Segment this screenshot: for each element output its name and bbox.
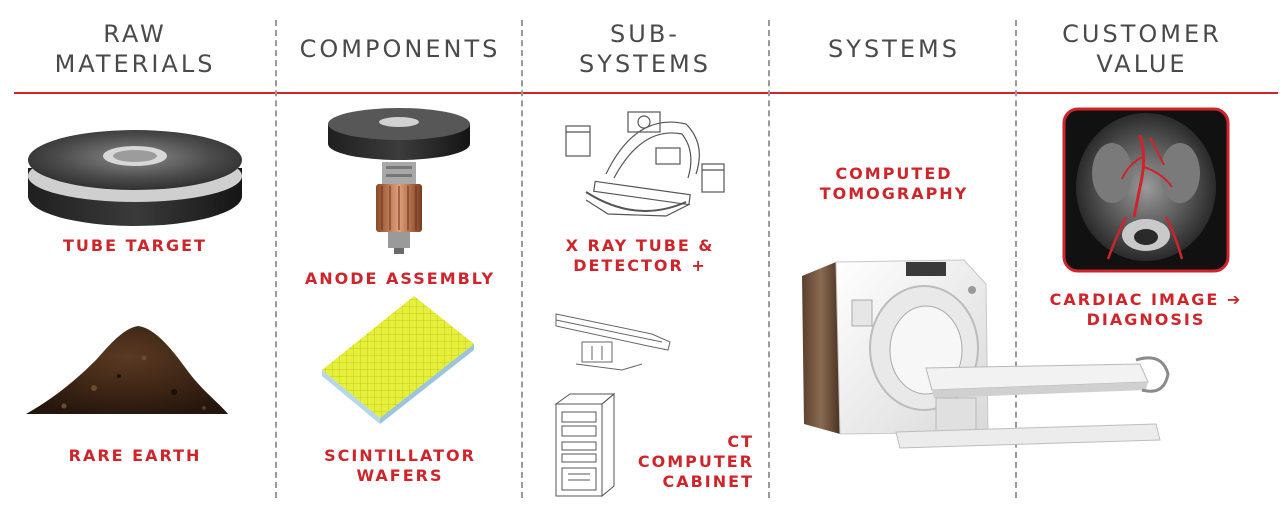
rare-earth-image [26,326,228,414]
column-separator-4 [1015,20,1017,498]
cardiac-image-diagnosis-label: CARDIAC IMAGE ➔ DIAGNOSIS [1049,290,1243,329]
column-separator-2 [521,20,523,498]
computed-tomography-label: COMPUTED TOMOGRAPHY [819,164,969,203]
header-raw-materials: RAW MATERIALS [54,20,216,78]
xray-tube-detector-label: X RAY TUBE & DETECTOR + [565,236,715,275]
tube-target-label: TUBE TARGET [63,236,207,255]
computer-cabinet-image [554,392,616,498]
header-sub-systems: SUB- SYSTEMS [579,20,711,78]
header-customer-value: CUSTOMER VALUE [1062,20,1222,78]
header-divider-line [14,92,1278,94]
anode-assembly-label: ANODE ASSEMBLY [304,269,496,288]
ct-computer-cabinet-label: CT COMPUTER CABINET [637,432,754,491]
scintillator-wafers-label: SCINTILLATOR WAFERS [324,446,476,485]
column-separator-3 [768,20,770,498]
anode-assembly-image [328,108,470,254]
cardiac-image-thumbnail [1062,107,1230,273]
header-systems: SYSTEMS [828,35,960,63]
rare-earth-label: RARE EARTH [68,446,202,465]
header-components: COMPONENTS [299,35,501,63]
scintillator-wafers-image [322,296,474,424]
tube-target-image [28,130,242,226]
xray-tube-detector-image [565,111,725,217]
column-separator-1 [275,20,277,498]
ct-scanner-image [802,259,1170,449]
patient-table-image [555,313,671,371]
